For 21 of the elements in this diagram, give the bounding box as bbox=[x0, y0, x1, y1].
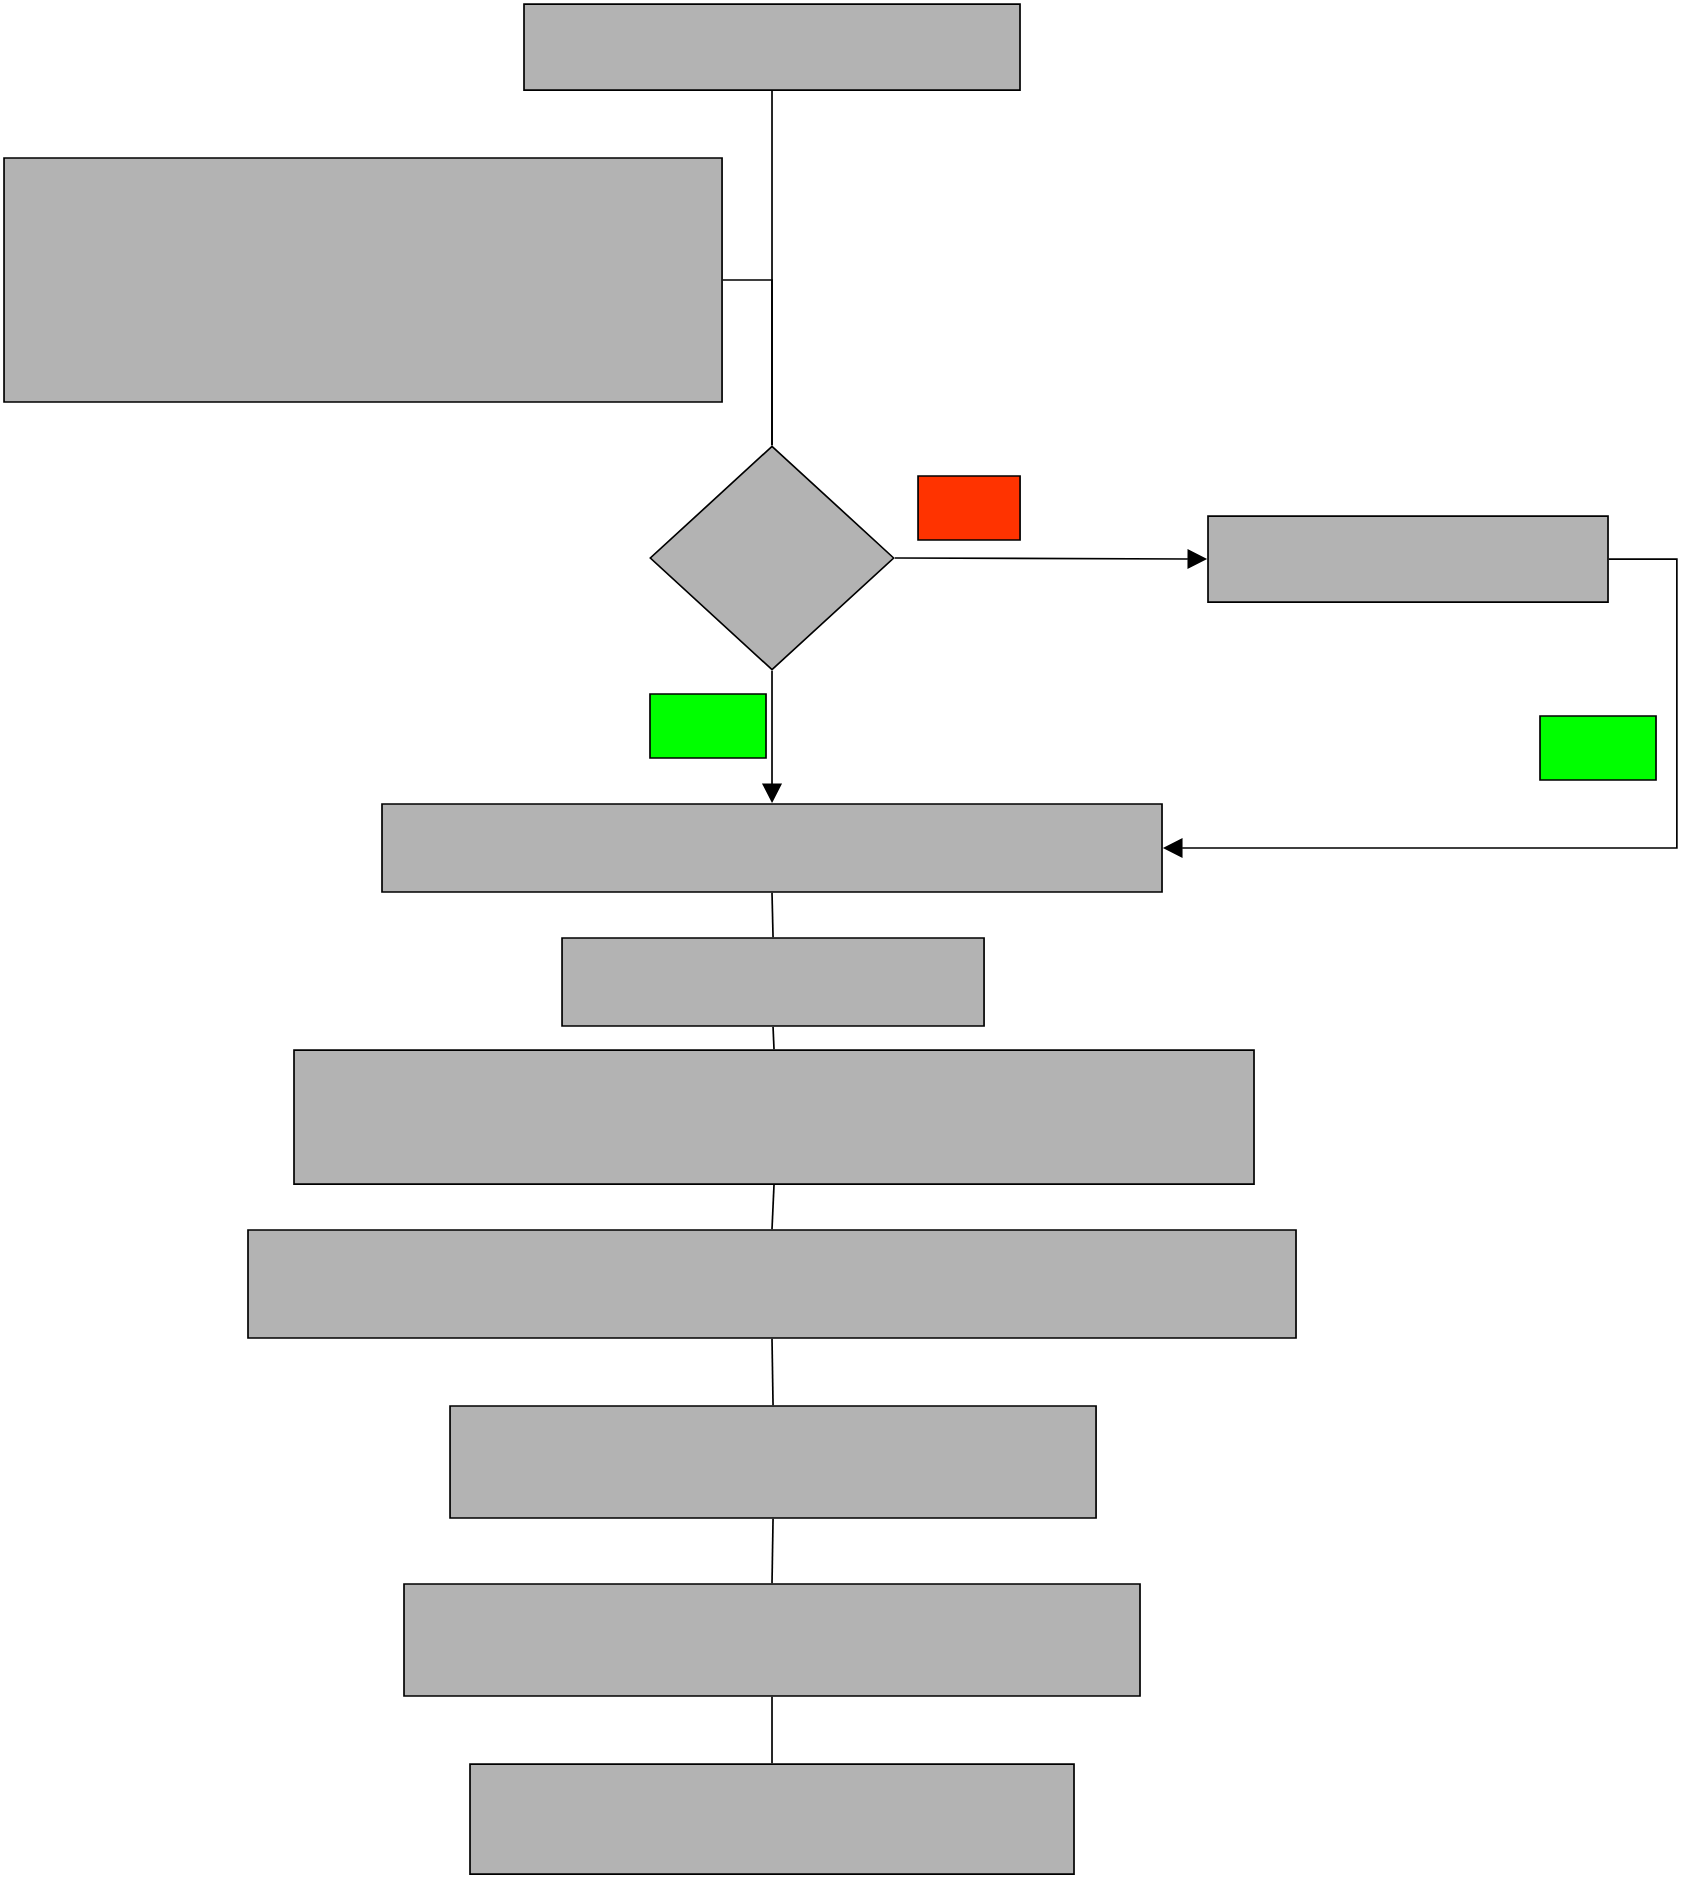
connector bbox=[722, 279, 773, 446]
process-box bbox=[1207, 515, 1609, 603]
connector bbox=[772, 1026, 775, 1051]
process-box bbox=[381, 803, 1163, 893]
process-box bbox=[523, 3, 1021, 91]
process-box bbox=[247, 1229, 1297, 1339]
tag-box bbox=[649, 693, 767, 759]
connector bbox=[771, 1338, 774, 1406]
process-box bbox=[3, 157, 723, 403]
process-box bbox=[561, 937, 985, 1027]
connector bbox=[771, 1184, 775, 1230]
process-box bbox=[403, 1583, 1141, 1697]
connector bbox=[771, 892, 774, 938]
tag-box bbox=[917, 475, 1021, 541]
connector bbox=[771, 1518, 774, 1584]
process-box bbox=[469, 1763, 1075, 1875]
process-box bbox=[293, 1049, 1255, 1185]
decision-diamond bbox=[649, 445, 895, 671]
connector bbox=[771, 1696, 773, 1765]
process-box bbox=[449, 1405, 1097, 1519]
tag-box bbox=[1539, 715, 1657, 781]
